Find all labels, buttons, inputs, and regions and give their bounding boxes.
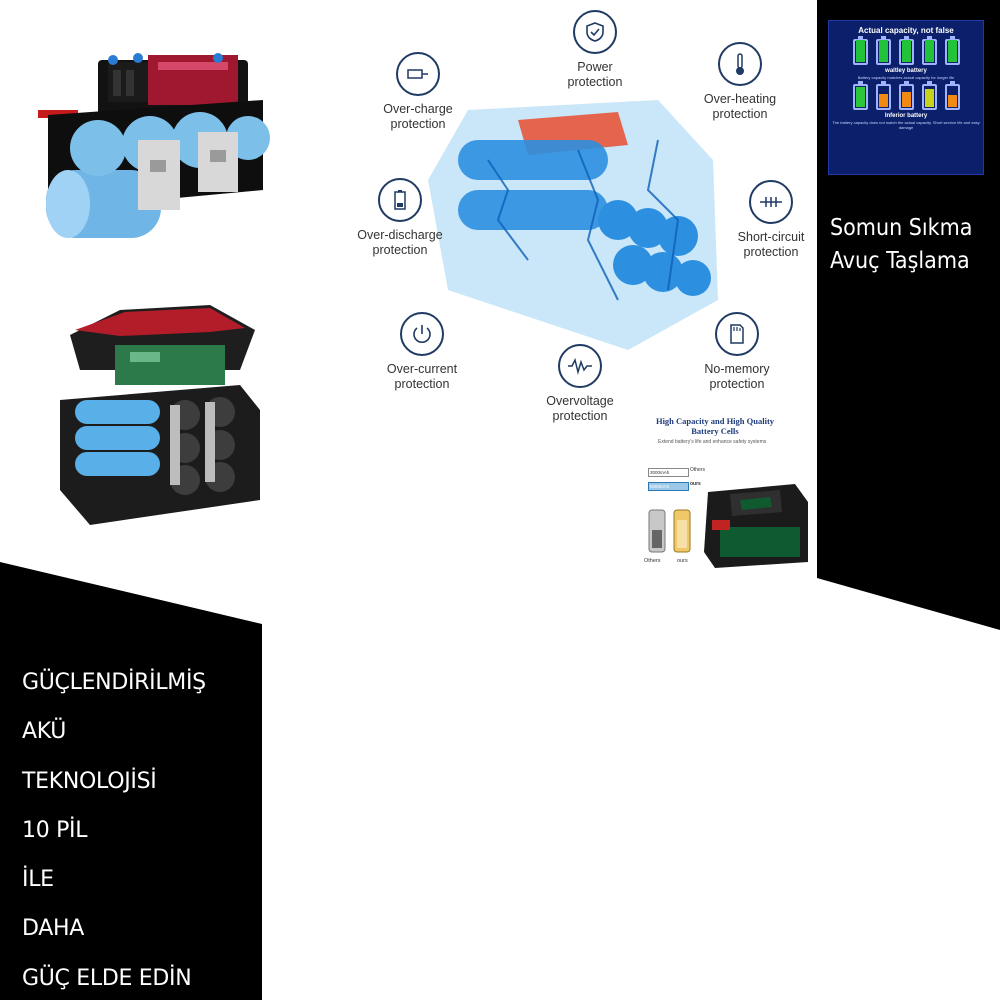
capacity-chart-title: Actual capacity, not false: [858, 26, 954, 35]
memory-card-icon: [715, 312, 759, 356]
battery-pack-internals-image: [38, 53, 270, 238]
battery-cell-fill: [878, 40, 888, 62]
battery-cell-fill: [878, 93, 888, 107]
quality-title-line2: Battery Cells: [691, 426, 739, 436]
power-button-icon: [400, 312, 444, 356]
tool-label-angle-grinder: Avuç Taşlama: [830, 248, 970, 274]
cell-comparison-icon: [648, 509, 691, 553]
battery-cell-icon: [944, 81, 960, 110]
headline-line: TEKNOLOJİSİ: [22, 768, 157, 794]
headline-text: GÜÇLENDİRİLMİŞ AKÜ TEKNOLOJİSİ 10 PİL İL…: [22, 658, 262, 1003]
capacity-comparison-chart: Actual capacity, not false waltley batte…: [828, 20, 984, 175]
battery-cell-fill: [924, 40, 934, 62]
headline-line: AKÜ: [22, 719, 67, 745]
quality-title-line1: High Capacity and High Quality: [655, 416, 775, 426]
tool-label-nut-tightening: Somun Sıkma: [830, 215, 973, 241]
battery-cell-fill: [947, 94, 957, 107]
battery-cell-icon: [852, 36, 868, 65]
battery-cell-fill: [855, 87, 865, 107]
battery-cell-icon: [875, 36, 891, 65]
shield-check-icon: [573, 10, 617, 54]
shortcircuit-protection-label: Short-circuit protection: [737, 230, 805, 259]
quality-subtitle: Extend battery's life and enhance safety…: [658, 439, 767, 445]
circuit-icon: [749, 180, 793, 224]
tool-list: Somun Sıkma Avuç Taşlama: [830, 212, 1000, 278]
battery-cell-fill: [947, 40, 957, 62]
overvoltage-protection-label: Overvoltage protection: [546, 394, 614, 423]
left-dark-panel: [0, 562, 262, 1000]
cell-others-label: Others: [644, 558, 661, 564]
shortcircuit-protection-badge: Short-circuit protection: [724, 180, 818, 260]
ours-bar-label: ours: [690, 481, 701, 487]
battery-pack-exploded-image: [60, 305, 260, 525]
good-battery-row: [829, 36, 983, 65]
nomemory-protection-label: No-memory protection: [704, 362, 770, 391]
overdischarge-protection-label: Over-discharge protection: [357, 228, 443, 257]
overdischarge-protection-badge: Over-discharge protection: [345, 178, 455, 258]
charging-plug-icon: [396, 52, 440, 96]
battery-protection-illustration: [428, 100, 718, 350]
others-capacity-bar: 3000mAh: [648, 468, 689, 477]
battery-cell-fill: [901, 91, 911, 107]
battery-cell-icon: [898, 36, 914, 65]
overcharge-protection-badge: Over-charge protection: [372, 52, 464, 132]
battery-cell-fill: [855, 40, 865, 62]
bad-battery-label: Inferior battery: [884, 113, 928, 119]
power-protection-badge: Power protection: [555, 10, 635, 90]
battery-cell-fill: [901, 40, 911, 62]
good-battery-note: Battery capacity matches actual capacity…: [857, 75, 955, 80]
overcurrent-protection-label: Over-current protection: [386, 362, 458, 391]
battery-cell-icon: [852, 81, 868, 110]
battery-cell-icon: [921, 81, 937, 110]
bad-battery-row: [829, 81, 983, 110]
cell-ours-label: ours: [677, 558, 688, 564]
overvoltage-protection-badge: Overvoltage protection: [536, 344, 624, 424]
battery-product-image: [704, 484, 808, 568]
others-bar-label: Others: [690, 467, 706, 473]
headline-line: İLE: [22, 867, 54, 893]
good-battery-label: waltley battery: [885, 68, 927, 74]
battery-low-icon: [378, 178, 422, 222]
voltage-wave-icon: [558, 344, 602, 388]
headline-line: GÜÇ ELDE EDİN: [22, 965, 192, 991]
battery-cell-icon: [875, 81, 891, 110]
power-protection-label: Power protection: [567, 60, 623, 89]
overheating-protection-label: Over-heating protection: [703, 92, 777, 121]
nomemory-protection-badge: No-memory protection: [692, 312, 782, 392]
battery-cell-icon: [921, 36, 937, 65]
headline-line: 10 PİL: [22, 817, 88, 843]
overcurrent-protection-badge: Over-current protection: [376, 312, 468, 392]
battery-cell-icon: [898, 81, 914, 110]
quality-comparison-panel: High Capacity and High Quality Battery C…: [640, 412, 815, 574]
headline-line: DAHA: [22, 916, 84, 942]
battery-cell-icon: [944, 36, 960, 65]
thermometer-icon: [718, 42, 762, 86]
battery-cell-fill: [924, 89, 934, 107]
headline-line: GÜÇLENDİRİLMİŞ: [22, 670, 206, 695]
overcharge-protection-label: Over-charge protection: [383, 102, 453, 131]
bad-battery-note: The battery capacity does not match the …: [832, 120, 980, 130]
ours-capacity-bar: 5000mAh: [648, 482, 689, 491]
overheating-protection-badge: Over-heating protection: [692, 42, 788, 122]
